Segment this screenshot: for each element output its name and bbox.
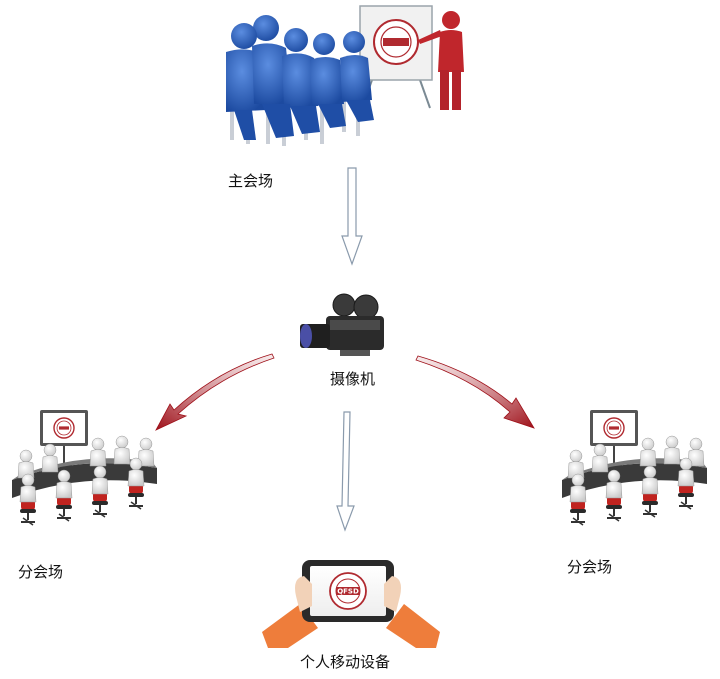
audience-icon: [226, 15, 374, 146]
arrow-camera-to-right-branch: [415, 355, 535, 429]
right-branch-label: 分会场: [567, 558, 613, 576]
mobile-device-label: 个人移动设备: [300, 653, 391, 671]
camera-label: 摄像机: [330, 370, 376, 388]
main-venue-illustration: [226, 5, 464, 146]
right-branch-meeting-room-icon: [562, 410, 707, 525]
video-camera-icon: [300, 293, 384, 356]
arrow-main-to-camera: [341, 167, 363, 266]
left-branch-meeting-room-icon: [12, 410, 157, 525]
arrow-camera-to-mobile: [336, 411, 355, 532]
arrow-camera-to-left-branch: [155, 353, 275, 431]
tablet-in-hands-icon: QFSD: [262, 560, 440, 648]
presenter-icon: [418, 11, 464, 110]
main-venue-label: 主会场: [228, 172, 274, 190]
left-branch-label: 分会场: [18, 563, 64, 581]
logo-text: QFSD: [337, 588, 359, 596]
